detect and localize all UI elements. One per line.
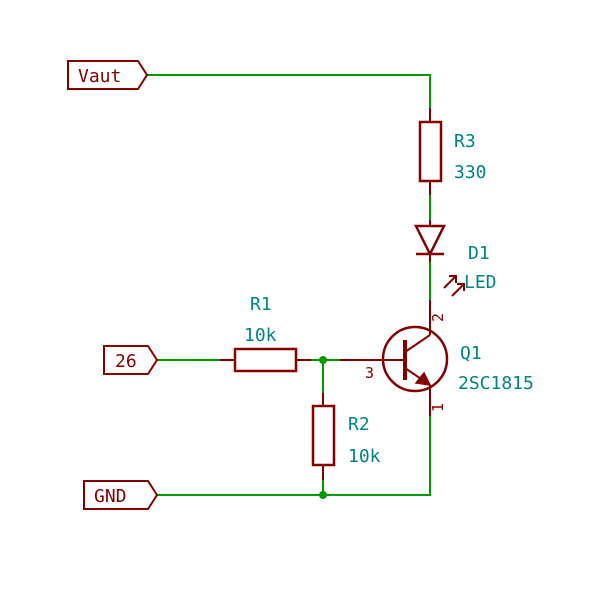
resistor-r1[interactable] [220, 347, 311, 373]
resistor-r2[interactable] [311, 393, 336, 480]
q1-reference: Q1 [460, 343, 482, 364]
global-label-gpio[interactable]: 26 [103, 345, 159, 375]
q1-pin-base: 3 [365, 364, 374, 382]
wire-gnd [156, 415, 431, 496]
r3-reference: R3 [454, 131, 476, 152]
r2-value: 10k [348, 446, 381, 467]
junction-base [319, 356, 327, 364]
led-emission-arrows-icon [443, 275, 465, 297]
d1-value: LED [464, 272, 497, 293]
q1-value: 2SC1815 [458, 373, 534, 394]
global-label-vout-text: Vaut [78, 66, 121, 87]
r1-reference: R1 [250, 294, 272, 315]
global-label-gnd[interactable]: GND [83, 480, 159, 510]
r3-value: 330 [454, 162, 487, 183]
global-label-gnd-text: GND [94, 486, 127, 507]
r2-reference: R2 [348, 414, 370, 435]
resistor-r3[interactable] [418, 108, 443, 195]
transistor-q1[interactable] [340, 300, 449, 416]
wire-vout [146, 74, 431, 109]
led-d1[interactable] [413, 220, 465, 297]
emitter-arrow-icon [414, 371, 432, 386]
junction-gnd [319, 491, 327, 499]
wires [146, 74, 431, 496]
r1-value: 10k [244, 325, 277, 346]
global-label-vout[interactable]: Vaut [67, 60, 149, 90]
d1-reference: D1 [468, 243, 490, 264]
q1-pin-emitter: 1 [429, 403, 447, 412]
global-label-gpio-text: 26 [115, 351, 137, 372]
q1-pin-collector: 2 [429, 313, 447, 322]
